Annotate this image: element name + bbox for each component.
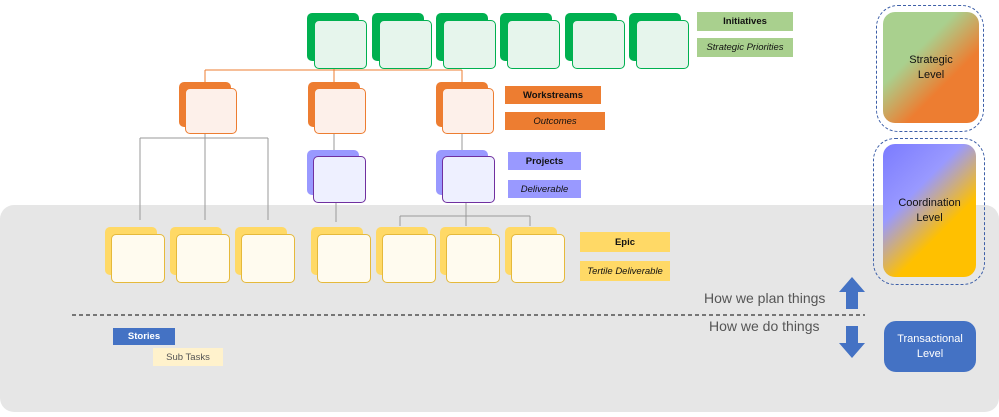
strategic-level-frame (876, 5, 984, 132)
stories-label: Stories (113, 328, 175, 345)
epic-card (311, 227, 371, 283)
projects-label: Projects (508, 152, 581, 170)
project-card (436, 150, 496, 203)
coordination-level-frame (873, 138, 985, 285)
initiative-card (565, 13, 625, 69)
epic-label: Epic (580, 232, 670, 252)
workstream-card (436, 82, 494, 134)
initiative-card (500, 13, 560, 69)
epic-card (440, 227, 500, 283)
sub-tasks-label: Sub Tasks (153, 348, 223, 366)
epic-card (505, 227, 565, 283)
epic-card (170, 227, 230, 283)
initiatives-label: Initiatives (697, 12, 793, 31)
strategic-priorities-label: Strategic Priorities (697, 38, 793, 57)
workstream-card (308, 82, 366, 134)
project-card (307, 150, 367, 203)
initiative-card (372, 13, 432, 69)
deliverable-label: Deliverable (508, 180, 581, 198)
initiative-card (629, 13, 689, 69)
initiative-card (307, 13, 367, 69)
epic-card (105, 227, 165, 283)
initiative-card (436, 13, 496, 69)
outcomes-label: Outcomes (505, 112, 605, 130)
workstream-card (179, 82, 237, 134)
epic-card (235, 227, 295, 283)
do-caption: How we do things (709, 318, 820, 334)
workstreams-label: Workstreams (505, 86, 601, 104)
plan-caption: How we plan things (704, 290, 826, 306)
tertile-deliverable-label: Tertile Deliverable (580, 261, 670, 281)
epic-card (376, 227, 436, 283)
